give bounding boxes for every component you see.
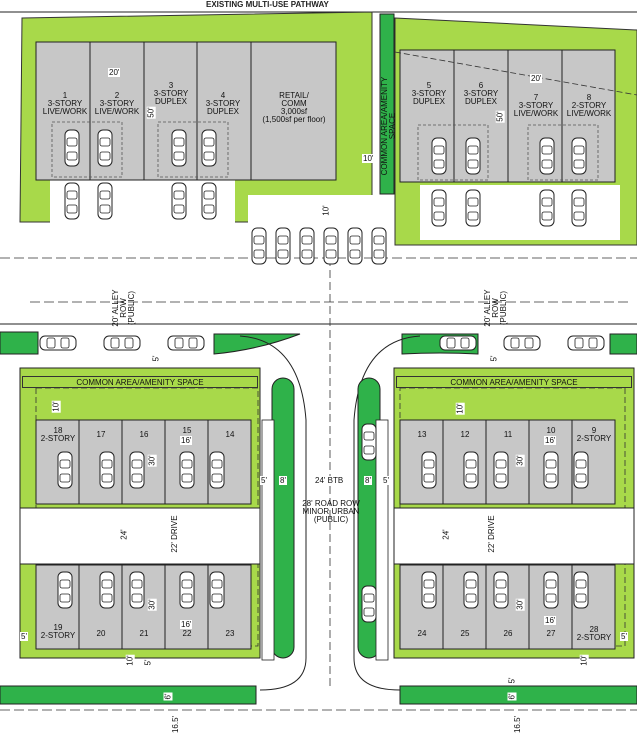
unit-11: 11 — [503, 430, 513, 439]
dim-16-left-bottom: 16' — [180, 620, 193, 629]
unit-25: 25 — [460, 629, 470, 638]
dim-6-bottom-right: 6' — [507, 692, 517, 701]
drive-label-left: 22' DRIVE — [170, 515, 179, 553]
road-label: 28' ROAD ROW MINOR URBAN (PUBLIC) — [302, 499, 360, 524]
unit-15: 15 — [182, 426, 192, 435]
unit-21: 21 — [139, 629, 149, 638]
common-area-right: COMMON AREA/AMENITY SPACE — [396, 376, 632, 388]
dim-8-road-right: 8' — [364, 476, 372, 485]
unit-22: 22 — [182, 629, 192, 638]
common-area-vertical-label: COMMON AREA/AMENITY SPACE — [380, 76, 397, 176]
dim-20-top-right: 20' — [530, 74, 543, 83]
common-area-strip — [379, 13, 395, 195]
dim-30-left-top: 30' — [147, 454, 157, 467]
alley-label-right: 20' ALLEY ROW (PUBLIC) — [483, 289, 508, 327]
dim-50-right: 50' — [495, 110, 505, 123]
unit-26: 26 — [503, 629, 513, 638]
dim-30-left-bottom: 30' — [147, 598, 157, 611]
unit-23: 23 — [225, 629, 235, 638]
dim-10-left: 10' — [51, 400, 61, 413]
unit-16: 16 — [139, 430, 149, 439]
dim-30-right-top: 30' — [515, 454, 525, 467]
dim-16-right-top: 16' — [544, 436, 557, 445]
drive-label-right: 22' DRIVE — [487, 515, 496, 553]
dim-10-bottom-left: 10' — [125, 654, 135, 667]
unit-20: 20 — [96, 629, 106, 638]
common-area-left: COMMON AREA/AMENITY SPACE — [22, 376, 258, 388]
dim-10-right: 10' — [455, 402, 465, 415]
driveway-top-right — [420, 185, 620, 240]
dim-16-right-bottom: 16' — [544, 616, 557, 625]
dim-24-drive-right: 24' — [441, 528, 451, 541]
dim-5-road-left: 5' — [260, 476, 268, 485]
unit-10: 10 — [546, 426, 556, 435]
pathway-label: EXISTING MULTI-USE PATHWAY — [206, 0, 329, 9]
dim-5-road-right: 5' — [382, 476, 390, 485]
dim-5-bottom-left: 5' — [143, 658, 153, 667]
dim-165-bottom-right: 16.5' — [513, 714, 523, 735]
unit-14: 14 — [225, 430, 235, 439]
dim-16-left-top: 16' — [180, 436, 193, 445]
dim-30-right-bottom: 30' — [515, 598, 525, 611]
dim-10-common: 10' — [362, 154, 375, 163]
dim-5-right-edge: 5' — [620, 632, 628, 641]
btb-dimension: 24' BTB — [314, 476, 345, 485]
retail-parking-area — [248, 195, 393, 245]
unit-17: 17 — [96, 430, 106, 439]
dim-10-drive: 10' — [321, 204, 331, 217]
alley-label-left: 20' ALLEY ROW (PUBLIC) — [111, 289, 136, 327]
unit-12: 12 — [460, 430, 470, 439]
unit-13: 13 — [417, 430, 427, 439]
dim-20-top-left: 20' — [108, 68, 121, 77]
dim-24-drive-left: 24' — [119, 528, 129, 541]
dim-50-left: 50' — [146, 106, 156, 119]
dim-5-left: 5' — [151, 354, 161, 363]
dim-10-bottom-right: 10' — [579, 654, 589, 667]
dim-5-left-edge: 5' — [20, 632, 28, 641]
dim-6-bottom-left: 6' — [163, 692, 173, 701]
dim-5-right: 5' — [489, 354, 499, 363]
unit-24: 24 — [417, 629, 427, 638]
building-retail — [250, 41, 337, 181]
dim-165-bottom-left: 16.5' — [171, 714, 181, 735]
dim-8-road-left: 8' — [279, 476, 287, 485]
retail-label: RETAIL/ COMM 3,000sf (1,500sf per floor) — [262, 91, 326, 124]
unit-27: 27 — [546, 629, 556, 638]
dim-5-bottom-right: 5' — [507, 676, 517, 685]
